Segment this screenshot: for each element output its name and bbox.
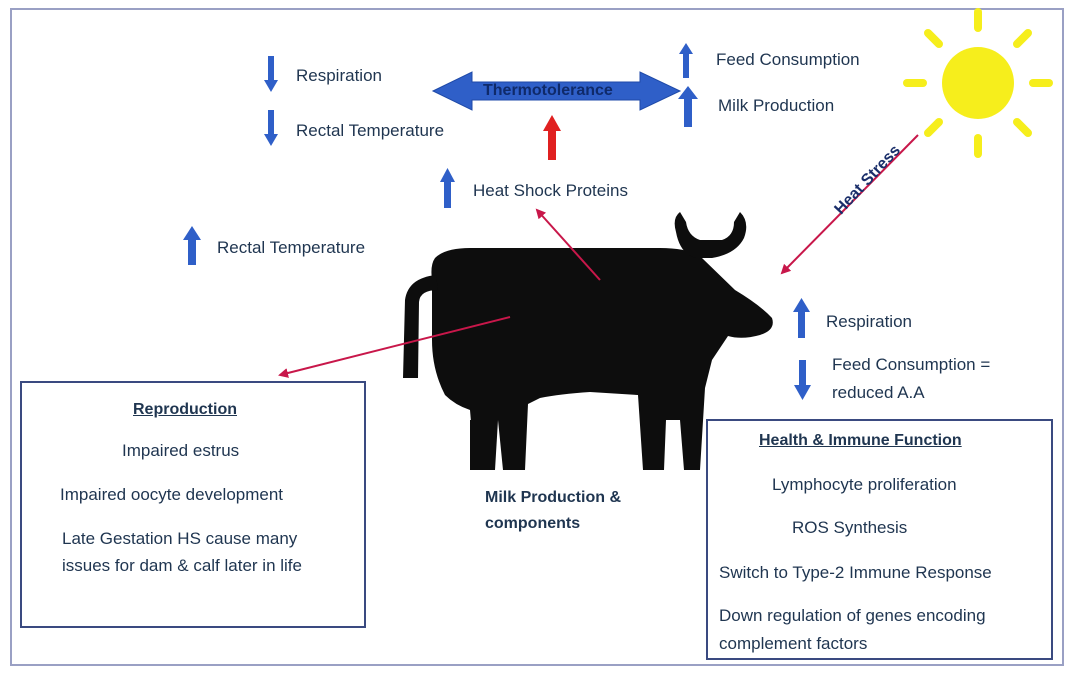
reproduction-pointer-arrow bbox=[278, 316, 511, 378]
lymphocyte-label: Lymphocyte proliferation bbox=[772, 475, 957, 494]
reproduction-item: Late Gestation HS cause many bbox=[62, 529, 298, 548]
feed-consumption-line1: Feed Consumption = bbox=[832, 355, 991, 374]
milk-production-up-label: Milk Production bbox=[718, 96, 835, 115]
heat-shock-pointer-arrow bbox=[535, 208, 601, 281]
heat-shock-proteins-label: Heat Shock Proteins bbox=[473, 181, 628, 200]
type2-immune-label: Switch to Type-2 Immune Response bbox=[719, 563, 992, 582]
thermotolerance-double-arrow bbox=[431, 71, 682, 111]
up-arrow-icon-milk-production-top bbox=[678, 86, 698, 127]
up-arrow-icon-respiration-right bbox=[793, 298, 810, 338]
health-immune-box: Health & Immune Function Lymphocyte prol… bbox=[706, 419, 1053, 660]
sun-icon bbox=[903, 8, 1053, 158]
reproduction-item: Impaired estrus bbox=[122, 441, 240, 460]
thermotolerance-label: Thermotolerance bbox=[483, 82, 613, 99]
ros-synthesis-label: ROS Synthesis bbox=[792, 518, 908, 537]
reproduction-item: Impaired oocyte development bbox=[60, 485, 284, 504]
up-arrow-icon-heat-shock-proteins bbox=[440, 168, 455, 208]
cow-icon bbox=[403, 212, 773, 470]
milk-production-line2: components bbox=[485, 515, 581, 532]
down-arrow-icon-rectal-temp-top bbox=[264, 110, 278, 146]
reproduction-box: Reproduction Impaired estrus Impaired oo… bbox=[20, 381, 366, 628]
health-immune-title: Health & Immune Function bbox=[759, 432, 962, 449]
down-regulation-line2: complement factors bbox=[719, 634, 868, 653]
down-arrow-icon-respiration-top bbox=[264, 56, 278, 92]
rectal-temperature-down-label: Rectal Temperature bbox=[296, 121, 445, 140]
reproduction-item: issues for dam & calf later in life bbox=[62, 556, 302, 575]
diagram-frame bbox=[10, 8, 1064, 666]
red-up-arrow-icon bbox=[543, 115, 561, 160]
up-arrow-icon-feed-consumption-top bbox=[679, 43, 693, 78]
up-arrow-icon-rectal-temp-left bbox=[183, 226, 201, 265]
feed-consumption-up-label: Feed Consumption bbox=[716, 50, 860, 69]
milk-production-line1: Milk Production & bbox=[485, 489, 621, 506]
respiration-up-label: Respiration bbox=[826, 312, 912, 331]
rectal-temperature-up-label: Rectal Temperature bbox=[217, 238, 366, 257]
reproduction-title: Reproduction bbox=[133, 401, 237, 418]
down-arrow-icon-feed-consumption-right bbox=[794, 360, 811, 400]
respiration-down-label: Respiration bbox=[296, 66, 382, 85]
down-regulation-line1: Down regulation of genes encoding bbox=[719, 606, 986, 625]
heat-stress-pointer-arrow bbox=[780, 134, 919, 275]
feed-consumption-line2: reduced A.A bbox=[832, 383, 925, 402]
